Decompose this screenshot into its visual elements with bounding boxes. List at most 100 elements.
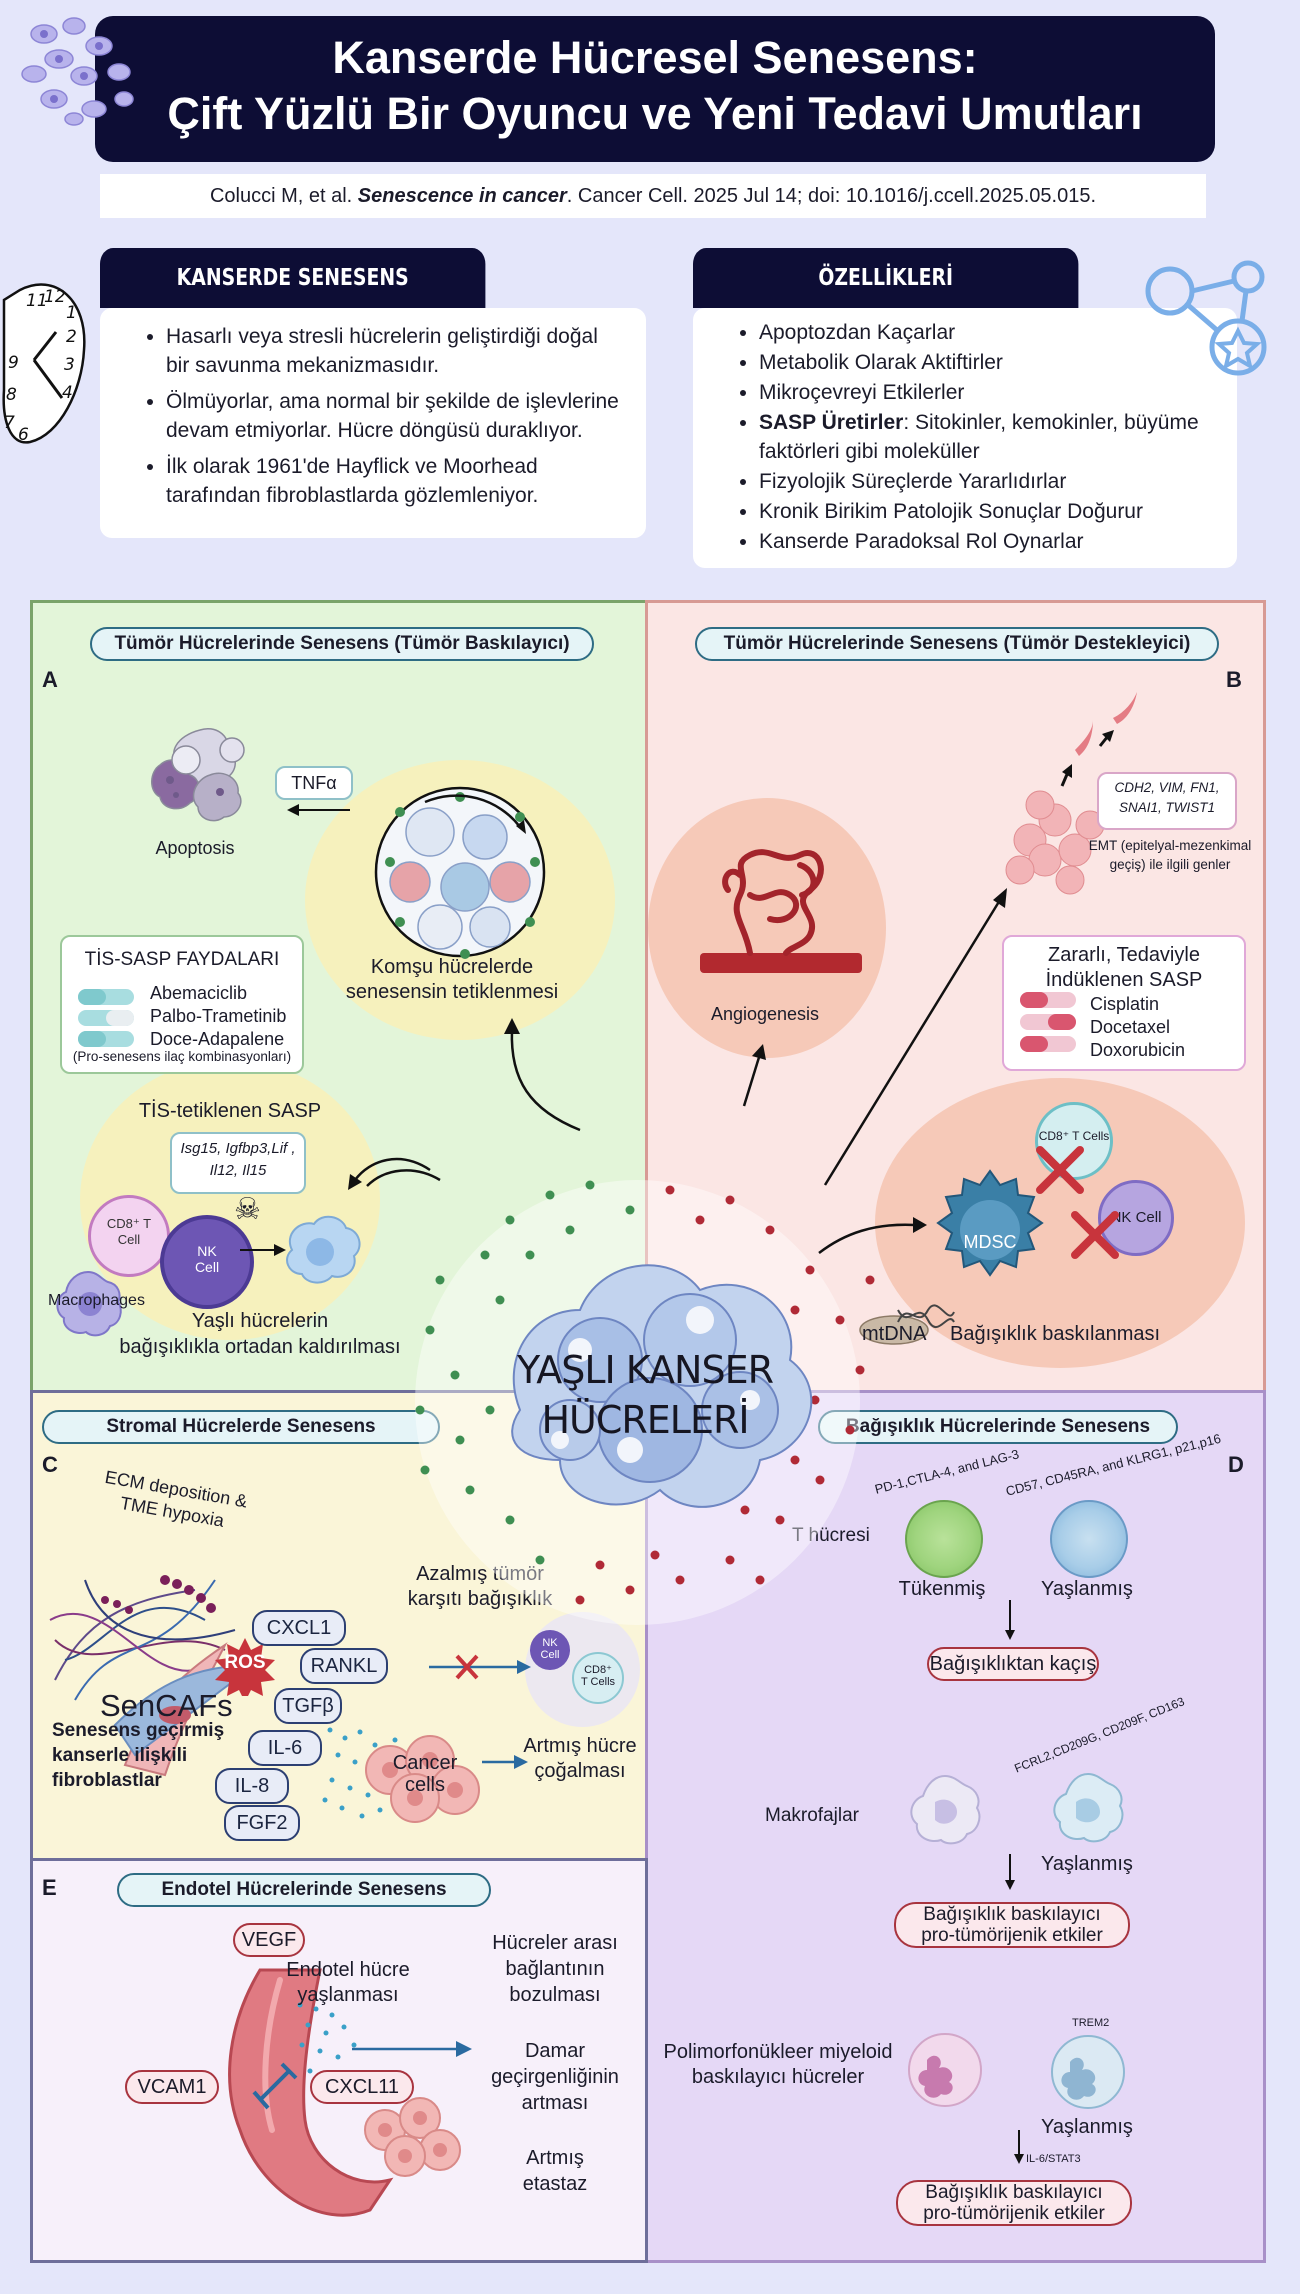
- cytokine-cxcl1: CXCL1: [252, 1610, 346, 1646]
- sasp-genes-2: Il12, Il15: [209, 1162, 267, 1179]
- cancer-label-2: cells: [404, 1774, 445, 1796]
- melting-clock-icon: 12 11 1 2 3 4 6 7 8 9: [2, 283, 86, 445]
- ros-label: ROS: [224, 1652, 266, 1673]
- cd8-c-label-2: T Cells: [580, 1676, 616, 1688]
- neighbor-label-1: Komşu hücrelerde: [370, 956, 534, 978]
- panel-e-letter: E: [42, 1875, 57, 1900]
- panel-c-letter: C: [42, 1452, 58, 1477]
- effect2-1: Damar: [524, 2040, 585, 2062]
- pmn-effect-1: Bağışıklık baskılayıcı: [925, 2182, 1103, 2203]
- center-label-2: HÜCRELERİ: [541, 1398, 749, 1442]
- cd8-c-label-1: CD8⁺: [584, 1664, 612, 1676]
- blocked-x-marks: [1036, 1146, 1119, 1259]
- clock-digit-6: 6: [18, 425, 29, 445]
- feature-item: Kanserde Paradoksal Rol Oynarlar: [759, 527, 1217, 556]
- senescence-item: İlk olarak 1961'de Hayflick ve Moorhead …: [166, 452, 626, 510]
- exhausted-label: Tükenmiş: [898, 1578, 986, 1600]
- senescent-cancer-cell: [415, 1180, 875, 1605]
- apoptotic-cells-icon: [151, 728, 245, 822]
- permeability-arrow: [352, 2041, 472, 2057]
- angiogenesis-blob: [648, 798, 886, 1058]
- features-heading: ÖZELLİKLERİ: [693, 248, 1079, 308]
- panel-b-letter: B: [1226, 667, 1242, 692]
- clock-digit-7: 7: [4, 413, 15, 433]
- cd8-cell-a: CD8⁺ T Cell: [88, 1195, 170, 1277]
- pmn-effect-2: pro-tümörijenik etkiler: [923, 2203, 1105, 2224]
- center-to-emt-arrow: [823, 888, 1007, 1186]
- effect1-1: Hücreler arası: [492, 1932, 618, 1954]
- benefits-box: TİS-SASP FAYDALARI Abemaciclib Palbo-Tra…: [60, 935, 304, 1074]
- ros-burst-icon: [215, 1638, 275, 1696]
- cytokine-rankl: RANKL: [300, 1648, 388, 1684]
- nk-label-1: NK: [197, 1243, 217, 1259]
- benefits-note: (Pro-senesens ilaç kombinasyonları): [72, 1049, 292, 1064]
- clock-digit-4: 4: [62, 383, 73, 403]
- harmful-title-1: Zararlı, Tedaviyle: [1048, 944, 1200, 966]
- sasp-title: TİS-tetiklenen SASP: [138, 1100, 322, 1122]
- feature-item: Mikroçevreyi Etkilerler: [759, 378, 1217, 407]
- cancer-cells-c: [365, 1735, 480, 1823]
- escape-arrow: [1005, 1600, 1015, 1640]
- aging-label-2: yaşlanması: [297, 1984, 399, 2006]
- escape-label: Bağışıklıktan kaçış: [927, 1647, 1099, 1681]
- panel-e-title: Endotel Hücrelerinde Senesens: [117, 1873, 491, 1907]
- citation-rest: . Cancer Cell. 2025 Jul 14; doi: 10.1016…: [566, 185, 1097, 207]
- vcam1-label: VCAM1: [125, 2070, 219, 2104]
- nk-c-label-1: NK: [542, 1637, 558, 1649]
- reduced-immunity-1: Azalmış tümör: [416, 1563, 544, 1585]
- panel-a-title: Tümör Hücrelerinde Senesens (Tümör Baskı…: [90, 627, 594, 661]
- clock-digit-2: 2: [66, 327, 77, 347]
- center-to-immune-arrow: [818, 1217, 927, 1254]
- permeability-effect-label: Damar geçirgenliğinin artması: [470, 2038, 640, 2116]
- senescence-heading-tab: KANSERDE SENESENS: [100, 248, 500, 308]
- sasp-arrow: [348, 1157, 431, 1190]
- pmn-label-1: Polimorfonükleer miyeloid: [663, 2041, 893, 2063]
- senescence-heading: KANSERDE SENESENS: [100, 248, 486, 308]
- sencafs-label: SenCAFs: [100, 1688, 233, 1723]
- feature-item: Metabolik Olarak Aktiftirler: [759, 348, 1217, 377]
- mtdna-icon: [859, 1304, 955, 1345]
- effect2-3: artması: [521, 2092, 589, 2114]
- sencafs-desc-1: Senesens geçirmiş: [52, 1720, 225, 1741]
- clearance-label-1: Yaşlı hücrelerin: [191, 1310, 329, 1332]
- decorative-cells-icon: [21, 17, 134, 126]
- clock-digit-8: 8: [6, 385, 17, 405]
- trem2-label: TREM2: [1072, 2017, 1110, 2029]
- center-to-clearance-arrow: [366, 1169, 441, 1187]
- mac-effect-arrow: [1005, 1854, 1015, 1890]
- macrophage-cell-a: [56, 1270, 122, 1337]
- clock-digit-9: 9: [8, 353, 19, 373]
- senescence-item: Hasarlı veya stresli hücrelerin geliştir…: [166, 322, 626, 380]
- senescent-cell-target: [286, 1215, 361, 1284]
- sasp-genes-1: Isg15, Igfbp3,Lif ,: [180, 1140, 296, 1157]
- effect2-2: geçirgenliğinin: [491, 2066, 619, 2088]
- sencafs-desc-3: fibroblastlar: [52, 1770, 162, 1791]
- panel-c-title: Stromal Hücrelerde Senesens: [42, 1410, 440, 1444]
- benefits-title: TİS-SASP FAYDALARI: [84, 949, 280, 970]
- metastasis-effect-label: Artmış etastaz: [470, 2145, 640, 2197]
- feature-item: Apoptozdan Kaçarlar: [759, 318, 1217, 347]
- metastatic-cells-e: [364, 2097, 461, 2177]
- ecm-fibers-icon: [49, 1575, 236, 1701]
- macrophages-label: Macrophages: [48, 1292, 145, 1309]
- emt-label: EMT (epitelyal-mezenkimal geçiş) ile ilg…: [1075, 836, 1265, 874]
- panel-b-title: Tümör Hücrelerinde Senesens (Tümör Deste…: [695, 627, 1219, 661]
- angiogenesis-label: Angiogenesis: [710, 1004, 820, 1024]
- tnfa-box: TNFα: [275, 766, 353, 800]
- cytokine-il6: IL-6: [248, 1730, 322, 1766]
- molecule-network-icon: [1145, 260, 1267, 376]
- nk-label-2: Cell: [194, 1259, 220, 1275]
- feature-item: Fizyolojik Süreçlerde Yararlıdırlar: [759, 467, 1217, 496]
- citation: Colucci M, et al. Senescence in cancer. …: [100, 174, 1206, 218]
- benefit-drug: Doce-Adapalene: [150, 1029, 285, 1049]
- t-cell-label: T hücresi: [792, 1525, 870, 1546]
- clock-digit-1: 1: [66, 303, 77, 323]
- harmful-drug: Cisplatin: [1090, 994, 1160, 1014]
- tnfa-arrow: [287, 804, 350, 816]
- nk-cell-a: NK Cell: [160, 1215, 254, 1309]
- sencafs-desc: Senesens geçirmiş kanserle ilişkili fibr…: [52, 1718, 224, 1793]
- skull-icon: ☠: [234, 1193, 261, 1226]
- growth-label-2: çoğalması: [534, 1760, 626, 1782]
- capsule-icons: [78, 989, 134, 1047]
- cancer-label-1: Cancer: [392, 1752, 458, 1774]
